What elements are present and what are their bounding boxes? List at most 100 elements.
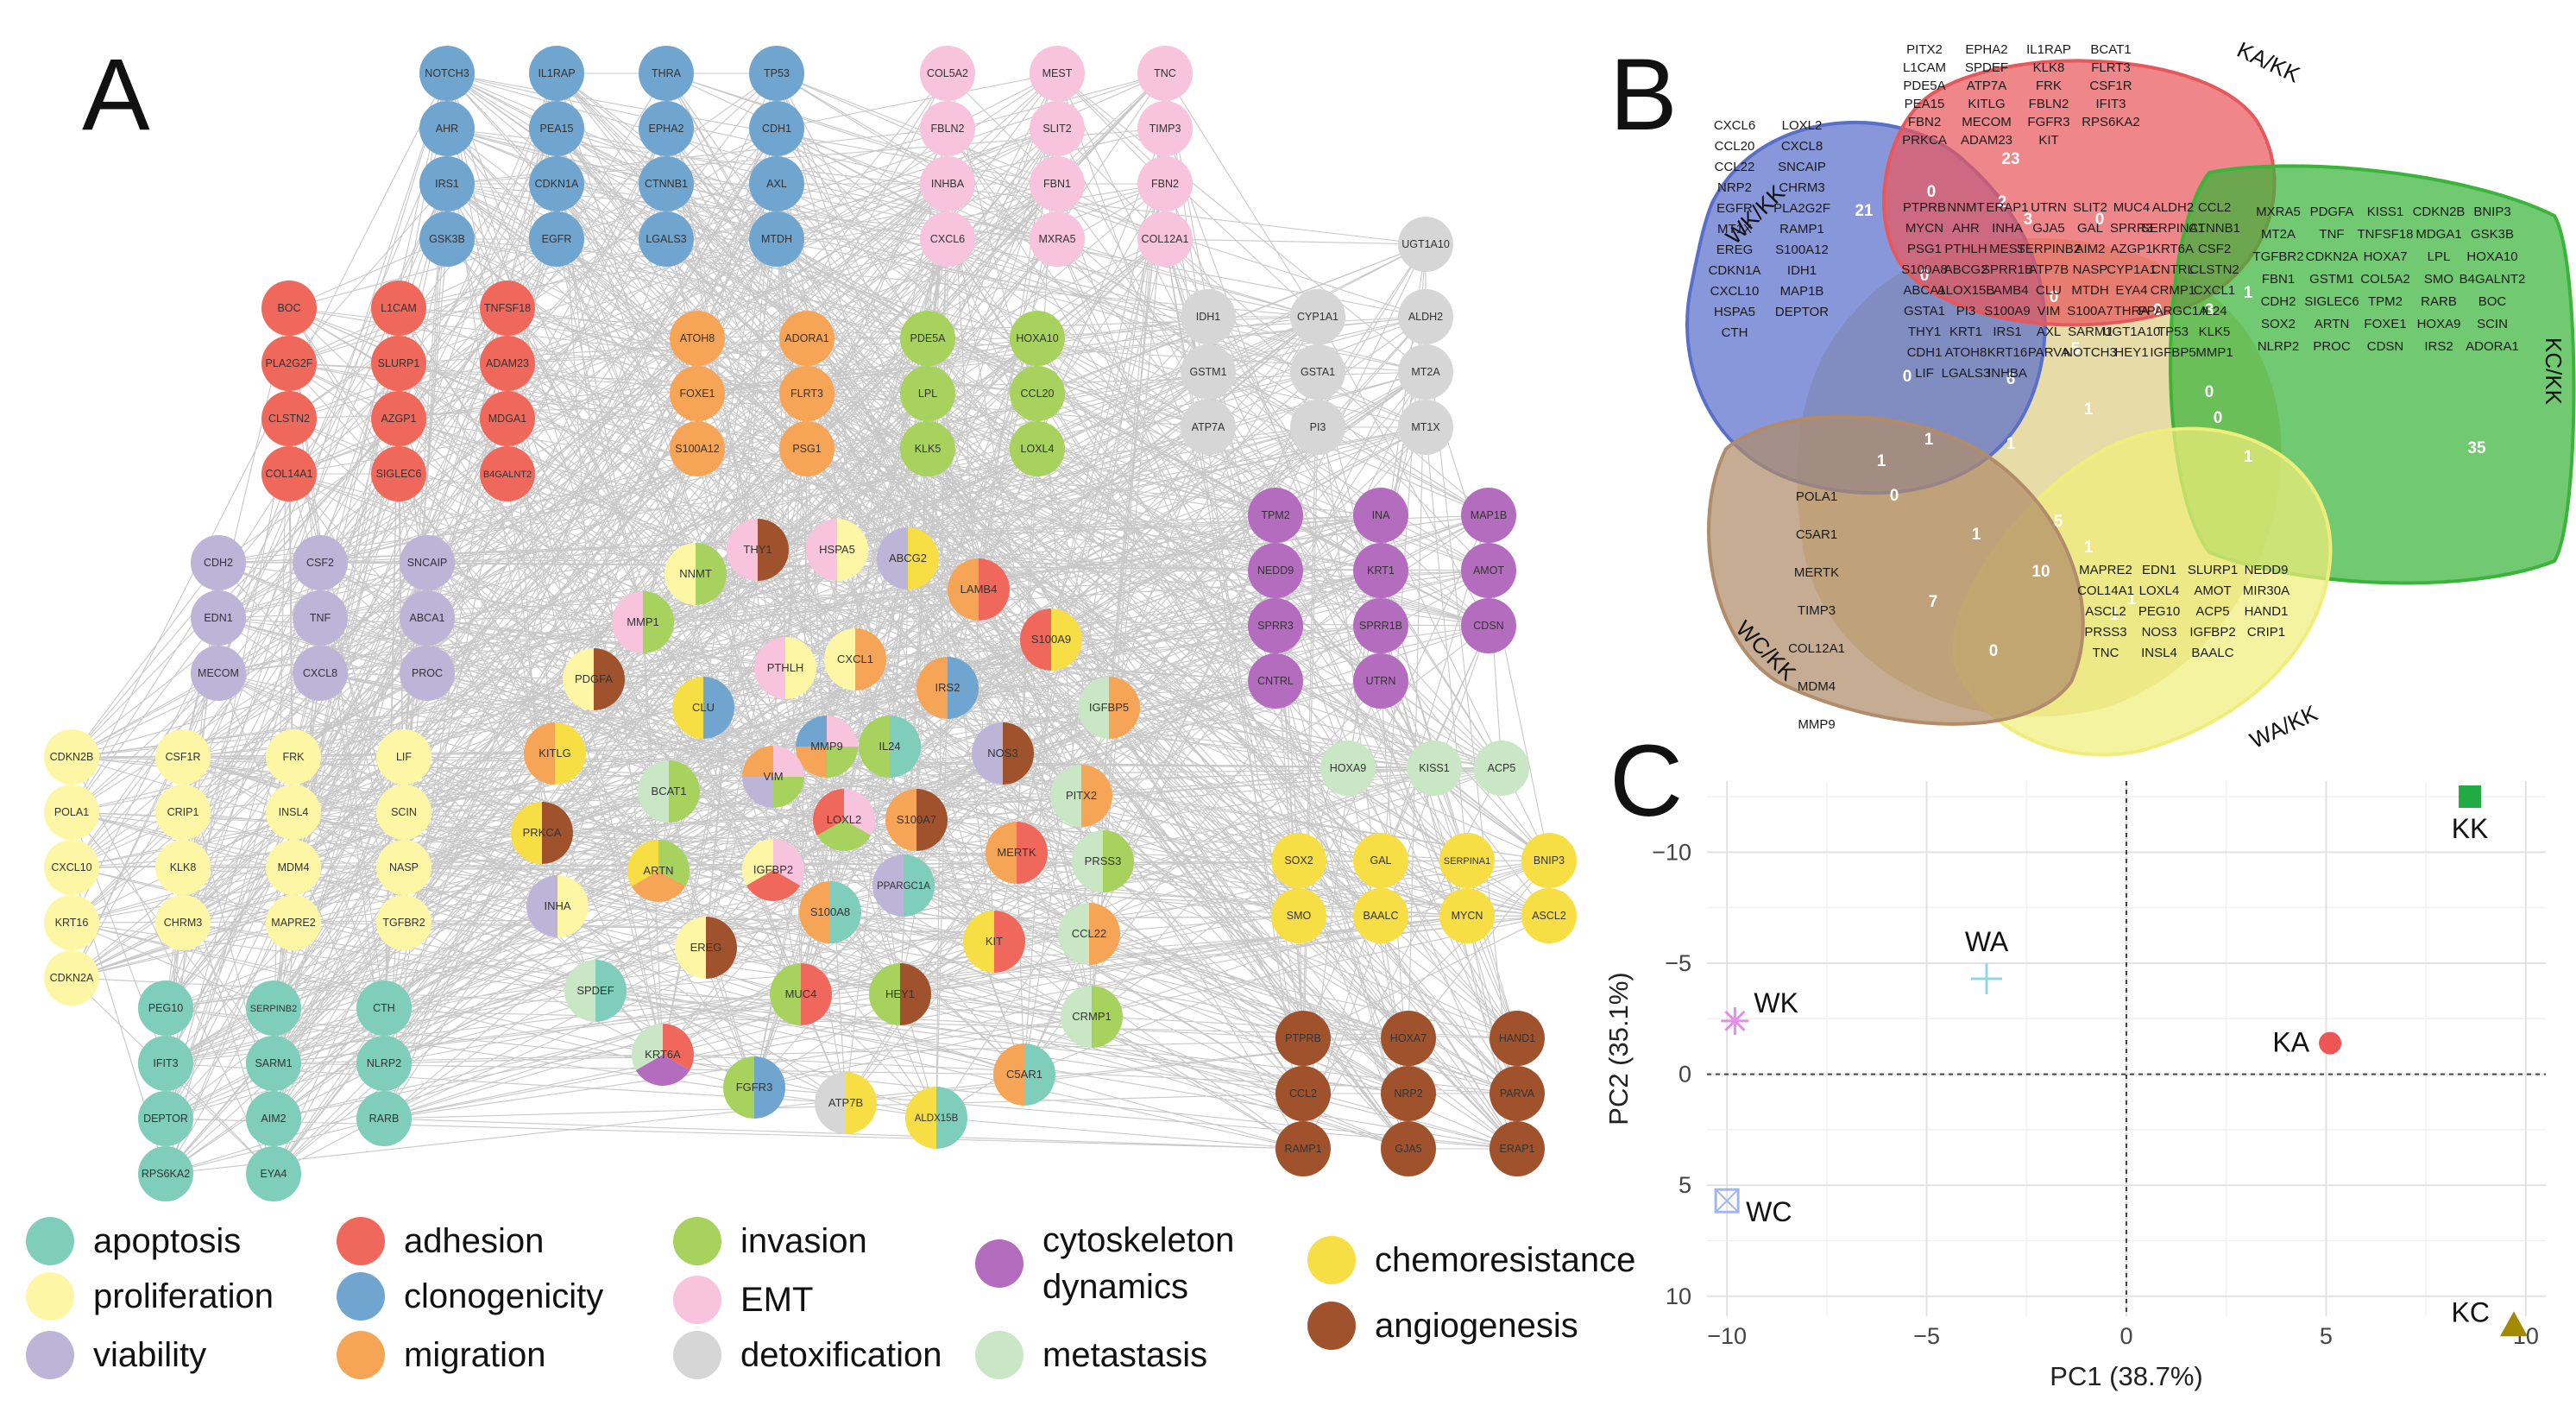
gene-label: CLSTN2 (268, 413, 310, 425)
legend-swatch (337, 1331, 385, 1379)
gene-node (155, 895, 211, 950)
pie-slice (696, 543, 727, 605)
venn-gene-label: CTNNB1 (2189, 221, 2240, 236)
gene-node-nos3: NOS3 (972, 722, 1034, 785)
pie-slice (890, 716, 921, 778)
gene-node (639, 101, 694, 156)
venn-gene-label: KRT16 (1987, 345, 2027, 360)
panel-b-label: B (1609, 38, 1678, 152)
venn-gene-label: HOXA10 (2466, 249, 2517, 264)
data-point-wc: WC (1714, 1188, 1792, 1227)
pie-slice (631, 1024, 663, 1070)
venn-region-count: 0 (1927, 183, 1937, 201)
gene-node (1461, 543, 1516, 598)
pie-slice (837, 519, 868, 581)
gene-label: GSTA1 (1301, 366, 1335, 378)
gene-label: MAP1B (1471, 509, 1507, 521)
gene-label: HOXA9 (1330, 762, 1366, 774)
gene-label: CDH2 (204, 557, 233, 569)
pie-slice (785, 637, 816, 699)
pie-slice (827, 747, 858, 778)
venn-gene-label: LGALS3 (1942, 366, 1991, 381)
venn-gene-label: IFIT3 (2095, 97, 2126, 111)
legend-item-proliferation: proliferation (26, 1272, 274, 1321)
gene-node-fgfr3: FGFR3 (723, 1056, 785, 1119)
network-nodes: NOTCH3AHRIRS1GSK3BIL1RAPPEA15CDKN1AEGFRT… (44, 46, 1577, 1201)
gene-label: AMOT (1473, 564, 1504, 577)
gene-label: FGFR3 (736, 1081, 773, 1094)
gene-label: PITX2 (1066, 789, 1097, 802)
gene-label: NRP2 (1394, 1088, 1422, 1100)
gene-node (529, 46, 584, 101)
gene-label: PROC (412, 667, 443, 679)
venn-gene-label: CLU (2036, 283, 2062, 298)
venn-gene-label: GSK3B (2471, 227, 2514, 242)
venn-gene-label: LIF (1915, 366, 1934, 381)
venn-gene-label: COL12A1 (1788, 641, 1845, 656)
venn-gene-label: IL1RAP (2026, 42, 2071, 57)
venn-region-count: 21 (1855, 202, 1874, 220)
venn-gene-label: NASP (2073, 262, 2108, 277)
gene-label: AZGP1 (381, 413, 417, 425)
gene-node-s100a8: S100A8 (799, 881, 861, 943)
gene-label: CNTRL (1257, 675, 1294, 687)
gene-node (261, 446, 317, 501)
gene-node (1137, 156, 1193, 211)
venn-region-count: 3 (2024, 211, 2033, 229)
gene-label: CRMP1 (1072, 1010, 1112, 1023)
gene-node (44, 895, 99, 950)
gene-label: SARM1 (255, 1057, 292, 1069)
venn-gene-label: MECOM (1962, 115, 2012, 129)
gene-node (920, 156, 975, 211)
gene-node (1490, 1011, 1545, 1066)
gene-node-artn: ARTN (627, 840, 690, 902)
gene-label: CDKN1A (535, 178, 579, 190)
venn-gene-label: COL14A1 (2077, 583, 2134, 598)
pie-slice (993, 1043, 1024, 1106)
gene-label: MEST (1042, 67, 1073, 79)
venn-gene-label: L1CAM (1903, 60, 1946, 75)
venn-gene-label: CTH (1722, 325, 1748, 340)
legend-swatch (1307, 1236, 1356, 1284)
gene-node (1353, 888, 1408, 943)
gene-node (44, 729, 99, 785)
venn-gene-label: FRK (2036, 79, 2062, 93)
gene-label: GSTM1 (1189, 366, 1226, 378)
gene-node (266, 729, 321, 785)
gene-label: POLA1 (54, 806, 89, 818)
gene-node (779, 366, 835, 421)
data-point-wk: WK (1721, 987, 1798, 1035)
pie-slice (754, 1056, 785, 1119)
venn-gene-label: GJA5 (2032, 221, 2065, 236)
gene-node-kit: KIT (963, 911, 1025, 973)
venn-gene-label: UGT1A10 (2103, 325, 2161, 339)
gene-node (419, 46, 475, 101)
venn-gene-label: EGFR (1716, 201, 1753, 216)
x-tick-label: −10 (1707, 1323, 1747, 1349)
venn-gene-label: CCL22 (1715, 160, 1755, 174)
gene-node-s100a7: S100A7 (885, 789, 948, 851)
gene-label: CYP1A1 (1297, 311, 1338, 323)
gene-label: INHA (544, 899, 570, 912)
gene-node (419, 101, 475, 156)
gene-label: S100A9 (1031, 633, 1071, 646)
venn-gene-label: SCIN (2477, 317, 2508, 331)
point-marker (2459, 785, 2482, 809)
pie-slice (948, 657, 979, 719)
gene-node (246, 980, 301, 1036)
venn-gene-label: IL24 (2201, 304, 2226, 318)
venn-region-count: 5 (2054, 513, 2063, 531)
legend-label: EMT (740, 1280, 814, 1319)
pie-slice (1081, 765, 1112, 827)
gene-label: TNF (310, 612, 331, 624)
gene-label: MMP1 (627, 615, 659, 628)
gene-label: COL14A1 (266, 468, 313, 480)
venn-gene-label: TNC (2093, 646, 2119, 660)
legend-item-migration: migration (337, 1331, 546, 1379)
venn-region-count: 1 (2244, 284, 2253, 302)
gene-label: IFIT3 (153, 1057, 178, 1069)
